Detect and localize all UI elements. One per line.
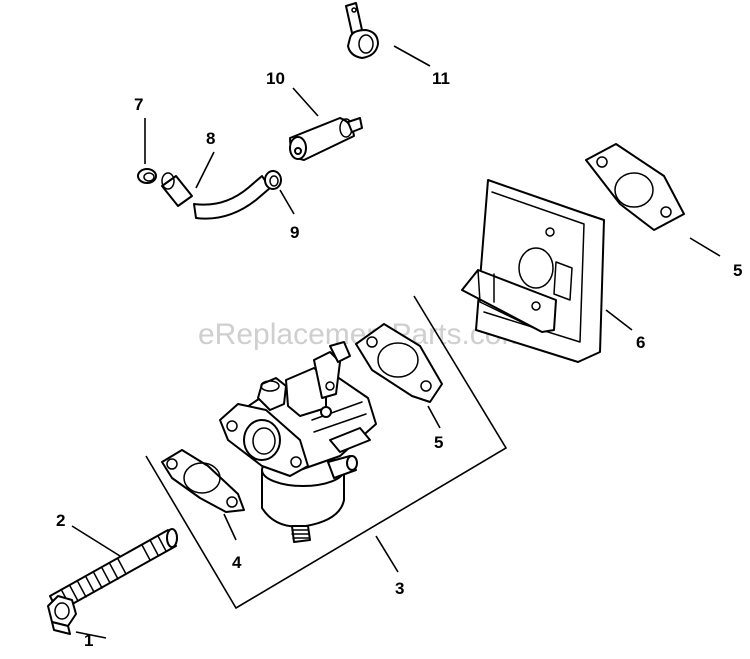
callout-5-upper: 5	[733, 261, 742, 280]
callout-9: 9	[290, 223, 299, 242]
leader-1	[75, 631, 107, 639]
callout-10: 10	[266, 69, 285, 88]
hose-clamp-right	[264, 170, 282, 190]
gasket-upper	[585, 143, 685, 231]
callout-5-middle: 5	[434, 433, 443, 452]
fuel-hose	[161, 172, 271, 220]
callout-7: 7	[134, 95, 143, 114]
leader-8	[195, 151, 215, 189]
callout-2: 2	[56, 511, 65, 530]
leader-5-middle	[427, 405, 441, 429]
leader-9	[279, 189, 295, 215]
leader-4	[223, 513, 237, 541]
air-cleaner-bracket	[461, 179, 605, 363]
hose-clamp-left	[137, 168, 157, 184]
leader-6	[605, 309, 633, 331]
gasket-middle	[355, 323, 443, 403]
callout-8: 8	[206, 129, 215, 148]
fuel-line-clip	[345, 2, 379, 59]
leader-3	[375, 535, 399, 573]
gasket-lower	[161, 449, 245, 513]
assembly-bracket-3	[145, 295, 508, 610]
hex-nut	[47, 595, 77, 635]
leader-2	[71, 525, 121, 557]
callout-1: 1	[84, 631, 93, 650]
callout-6: 6	[636, 333, 645, 352]
leader-10	[292, 87, 319, 117]
callout-3: 3	[395, 579, 404, 598]
fuel-filter	[289, 117, 363, 161]
leader-5-upper	[689, 237, 721, 257]
leader-11	[393, 45, 431, 67]
carburetor	[219, 341, 377, 543]
callout-11: 11	[432, 69, 450, 88]
callout-4: 4	[232, 553, 242, 572]
